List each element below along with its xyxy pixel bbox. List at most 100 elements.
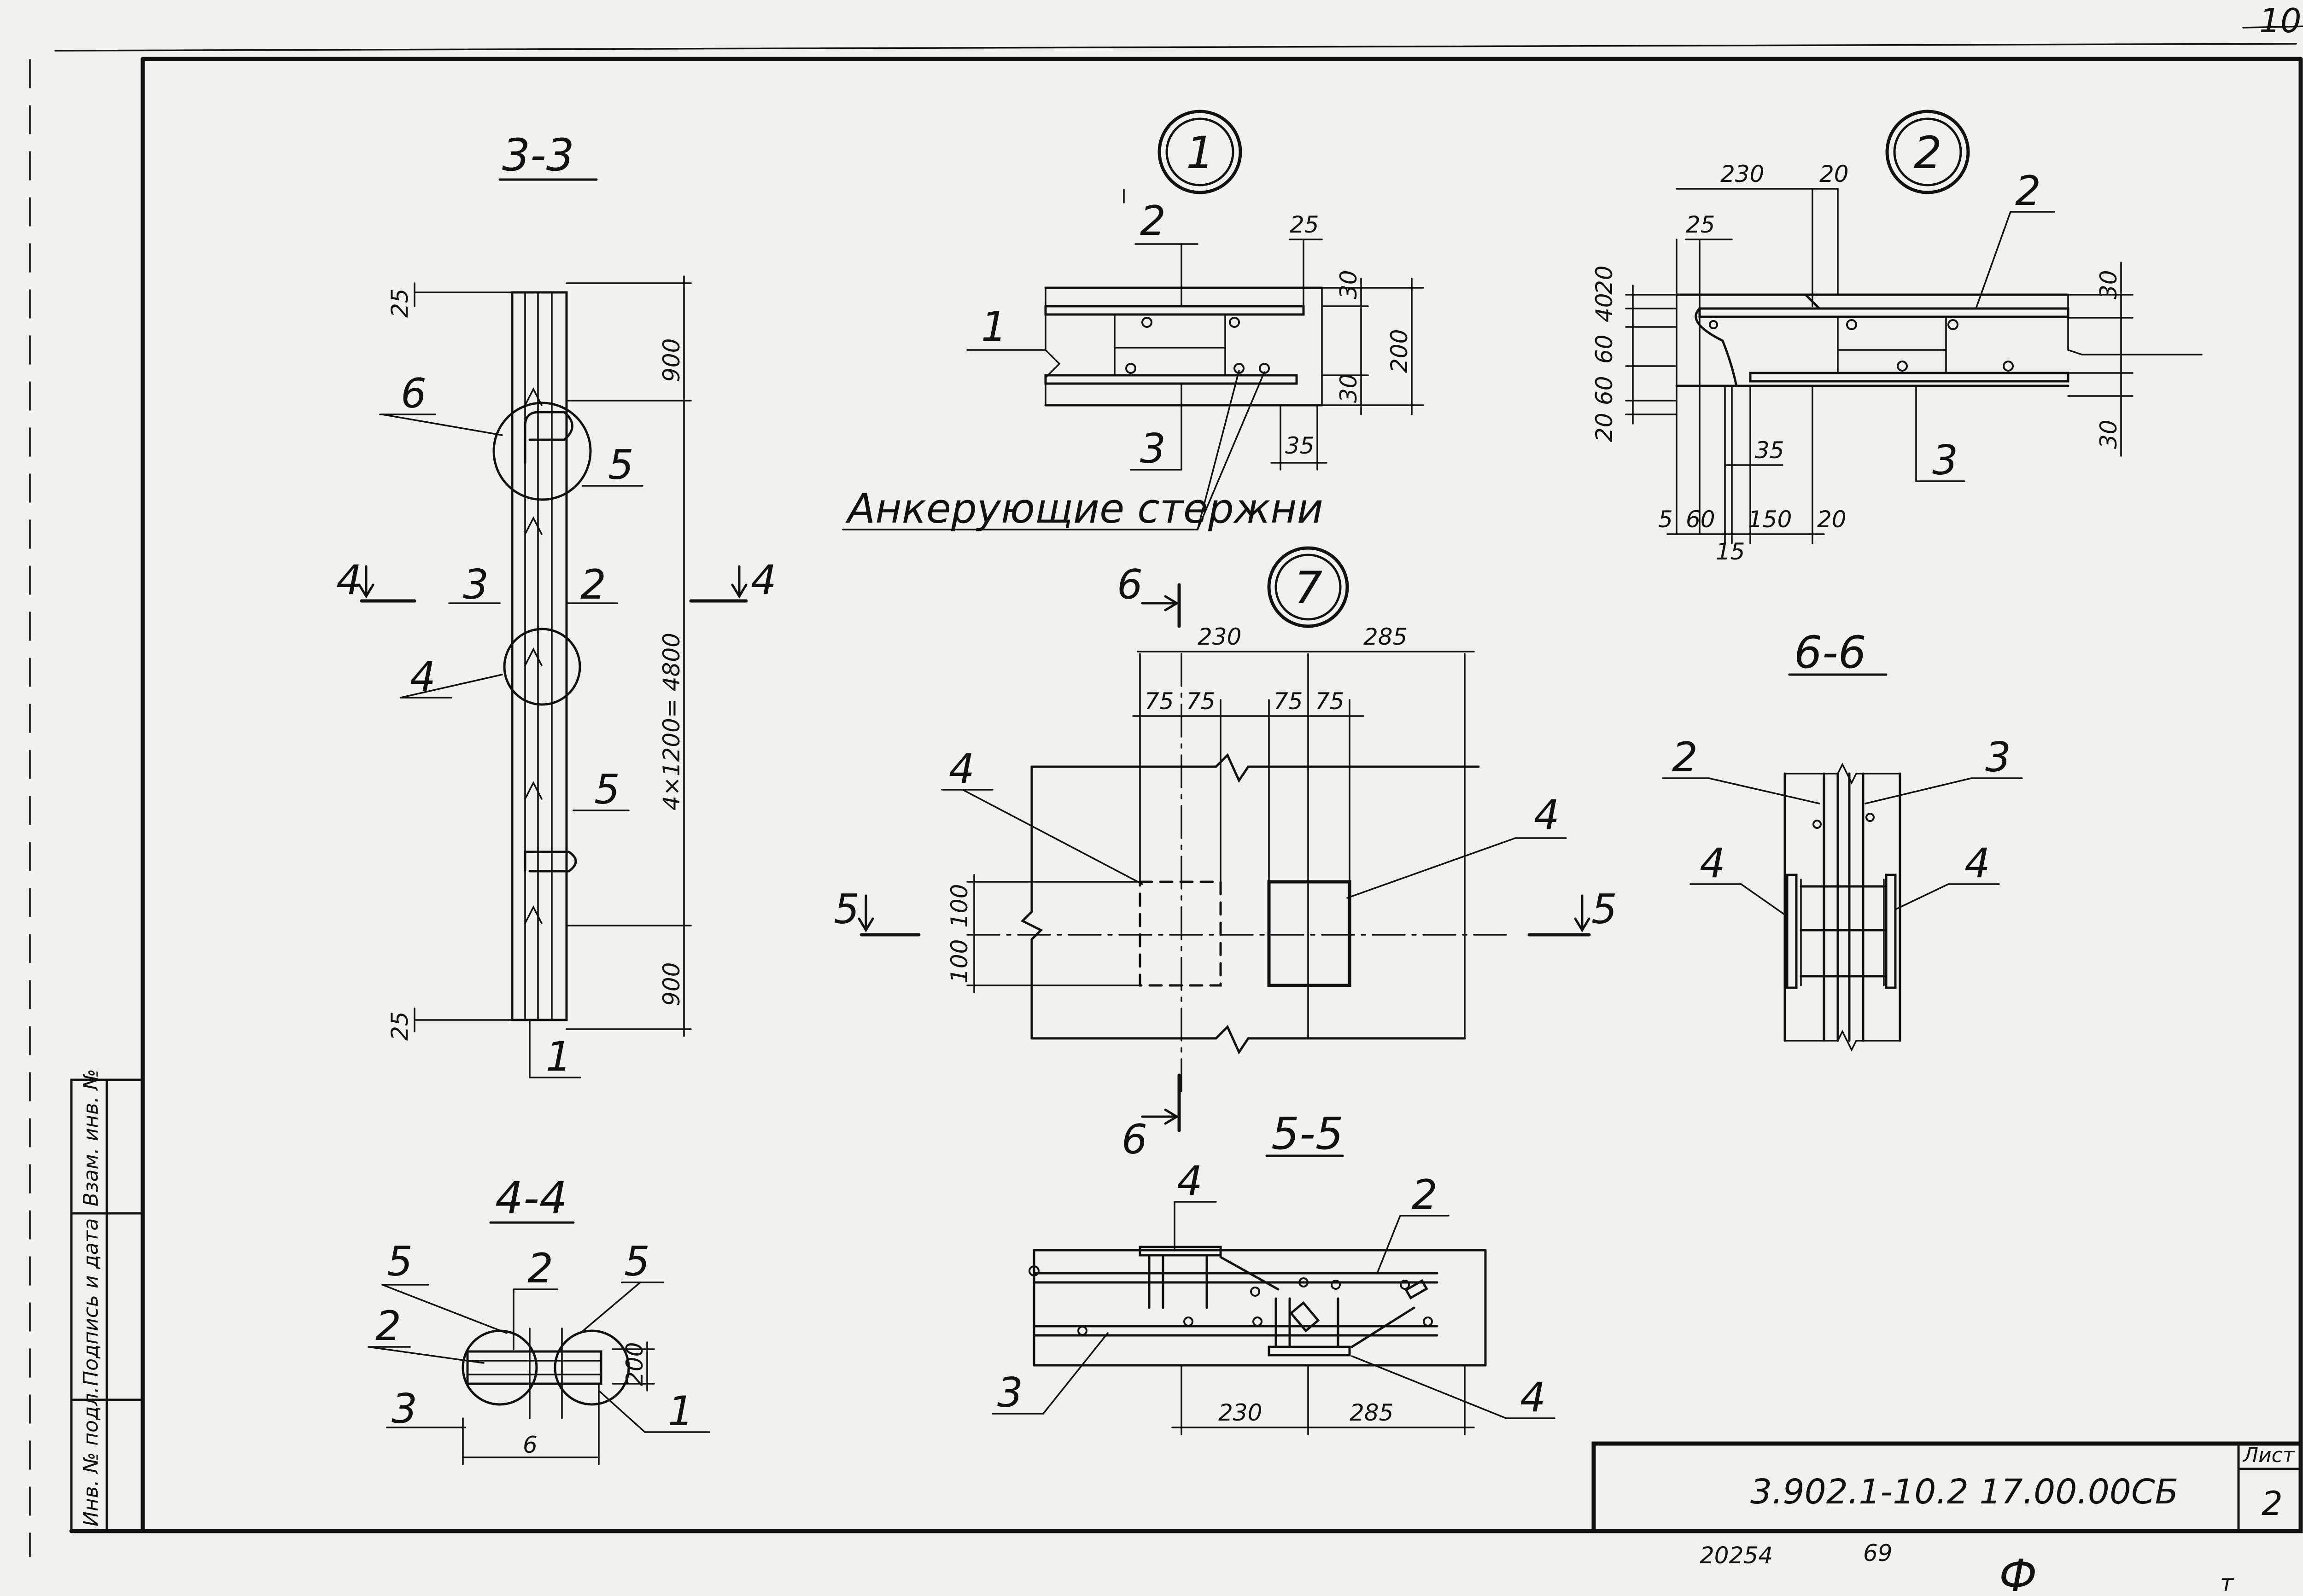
node-2-dim-left-5: 20 — [1591, 413, 1618, 442]
section-4-4: 4-4 200 6 5 2 5 2 3 1 — [368, 1172, 710, 1465]
mark-3-left: 3 — [392, 1385, 417, 1433]
node-2-mark-3: 3 — [1932, 437, 1958, 484]
node-2-dim-20: 20 — [1817, 506, 1847, 533]
section-3-3-title: 3-3 — [502, 129, 574, 181]
node-2-dim-left-1: 20 — [1591, 265, 1618, 295]
mark-6: 6 — [401, 370, 427, 417]
node-1-dim-200: 200 — [1386, 329, 1413, 373]
node-2-number: 2 — [1914, 127, 1942, 179]
node-2-dim-15: 15 — [1716, 538, 1745, 565]
node-2-dim-5: 5 — [1658, 506, 1673, 533]
dim-4800: 4×1200= 4800 — [658, 633, 685, 810]
section-6-6-mark-2: 2 — [1672, 734, 1698, 781]
mark-2-top: 2 — [527, 1245, 553, 1292]
title-block: 3.902.1-10.2 17.00.00СБ Лист 2 — [1591, 1441, 2303, 1533]
stamp-inv-no: Инв. № подл. — [79, 1386, 103, 1526]
mark-2: 2 — [580, 561, 606, 608]
archive-code: 20254 — [1700, 1542, 1773, 1569]
node-1-mark-3: 3 — [1140, 425, 1166, 472]
node-2-dim-left-3: 60 — [1591, 334, 1618, 364]
node-7-number: 7 — [1294, 562, 1322, 614]
section-6-6-title: 6-6 — [1794, 627, 1866, 678]
section-6-6-mark-4-left: 4 — [1700, 839, 1725, 887]
section-4-4-title: 4-4 — [495, 1172, 567, 1224]
drawing-designation: 3.902.1-10.2 17.00.00СБ — [1750, 1472, 2178, 1512]
section-5-5-mark-4-top: 4 — [1177, 1157, 1203, 1205]
section-5-5-dim-230: 230 — [1218, 1399, 1262, 1426]
mark-1-right: 1 — [668, 1387, 694, 1435]
mark-3: 3 — [463, 561, 489, 608]
node-1-number: 1 — [1186, 127, 1214, 179]
node-1-dim-30-top: 30 — [1335, 270, 1362, 299]
node-7-mark-4-right: 4 — [1534, 791, 1560, 839]
sheet-label: Лист — [2242, 1444, 2295, 1467]
node-1-dim-35: 35 — [1285, 432, 1315, 459]
node-7-mark-4-left: 4 — [949, 745, 975, 792]
section-5-5: 5-5 4 2 — [992, 1108, 1555, 1435]
cut-4-left: 4 — [336, 556, 362, 604]
format-mark: Ф — [1999, 1550, 2037, 1596]
section-6-6-mark-4-right: 4 — [1964, 839, 1990, 887]
section-5-5-dim-285: 285 — [1350, 1399, 1393, 1426]
stamp-replace-inv: Взам. инв. № — [79, 1069, 103, 1206]
node-2-dim-30-top: 30 — [2095, 270, 2122, 299]
bottom-notes: 20254 69 Ф т — [1700, 1540, 2234, 1596]
section-5-5-mark-2: 2 — [1412, 1171, 1438, 1218]
node-1-mark-1: 1 — [981, 303, 1007, 350]
corner-mark: 10 — [2259, 1, 2302, 40]
node-7-dim-75-b: 75 — [1186, 688, 1216, 715]
node-7-dim-285: 285 — [1363, 623, 1407, 650]
node-2-mark-2: 2 — [2015, 167, 2041, 215]
node-7-dim-230: 230 — [1198, 623, 1241, 650]
node-7-dim-100-a: 100 — [946, 884, 973, 928]
mark-5-left: 5 — [387, 1238, 413, 1285]
node-2-dim-left-2: 40 — [1591, 293, 1618, 322]
sheet-number: 2 — [2262, 1484, 2283, 1523]
section-5-5-title: 5-5 — [1271, 1108, 1344, 1159]
format-mark-2: т — [2220, 1570, 2234, 1596]
node-2-dim-20-top: 20 — [1819, 161, 1849, 187]
cut-6-top: 6 — [1117, 561, 1143, 608]
dim-25-bottom: 25 — [386, 1011, 413, 1041]
mark-5-lower: 5 — [594, 766, 620, 813]
dim-25-top: 25 — [386, 288, 413, 318]
node-1-dim-30-bottom: 30 — [1335, 373, 1362, 403]
node-2-dim-left-4: 60 — [1591, 376, 1618, 405]
node-7-dim-75-d: 75 — [1315, 688, 1344, 715]
node-2: 2 2 30 20 25 20 40 60 60 20 — [1591, 110, 2203, 565]
mark-5-upper: 5 — [608, 441, 634, 489]
section-6-6-mark-3: 3 — [1985, 734, 2011, 781]
node-7-dim-100-b: 100 — [946, 939, 973, 983]
node-2-dim-30-bottom: 30 — [2095, 419, 2122, 449]
anchor-bars-label: Анкерующие стержни — [845, 485, 1323, 532]
node-2-dim-35: 35 — [1755, 437, 1784, 464]
mark-4: 4 — [410, 653, 436, 700]
cut-5-right: 5 — [1591, 885, 1617, 933]
node-2-dim-60: 60 — [1686, 506, 1715, 533]
cut-6-bottom: 6 — [1122, 1116, 1147, 1163]
node-2-dim-25: 25 — [1686, 211, 1715, 238]
section-5-5-mark-3: 3 — [997, 1369, 1023, 1416]
section-6-6: 6-6 2 3 4 4 — [1662, 627, 2023, 1052]
section-5-5-mark-4-bottom: 4 — [1520, 1374, 1546, 1421]
node-7-dim-75-c: 75 — [1274, 688, 1303, 715]
node-1-mark-2: 2 — [1140, 197, 1166, 245]
side-stamp: Инв. № подл. Подпись и дата Взам. инв. № — [70, 1069, 144, 1532]
archive-number: 69 — [1863, 1540, 1893, 1567]
cut-5-left: 5 — [834, 885, 859, 933]
dim-200: 200 — [621, 1342, 648, 1386]
node-7-dim-75-a: 75 — [1145, 688, 1174, 715]
node-7: 7 230 285 75 75 75 75 100 100 4 — [834, 546, 1617, 1163]
mark-2-left: 2 — [375, 1302, 401, 1350]
node-1-dim-25: 25 — [1290, 211, 1319, 238]
stamp-signature-date: Подпись и дата — [79, 1218, 103, 1386]
section-3-3: 3-3 25 900 4×1200= 4800 900 25 — [336, 129, 777, 1080]
mark-5-right: 5 — [624, 1238, 650, 1285]
node-2-dim-150: 150 — [1748, 506, 1792, 533]
node-1: 1 2 1 3 25 30 200 30 — [842, 110, 1424, 532]
dim-900-top: 900 — [658, 338, 685, 382]
dim-6: 6 — [523, 1432, 538, 1458]
dim-900-bottom: 900 — [658, 962, 685, 1006]
mark-1: 1 — [546, 1033, 572, 1080]
